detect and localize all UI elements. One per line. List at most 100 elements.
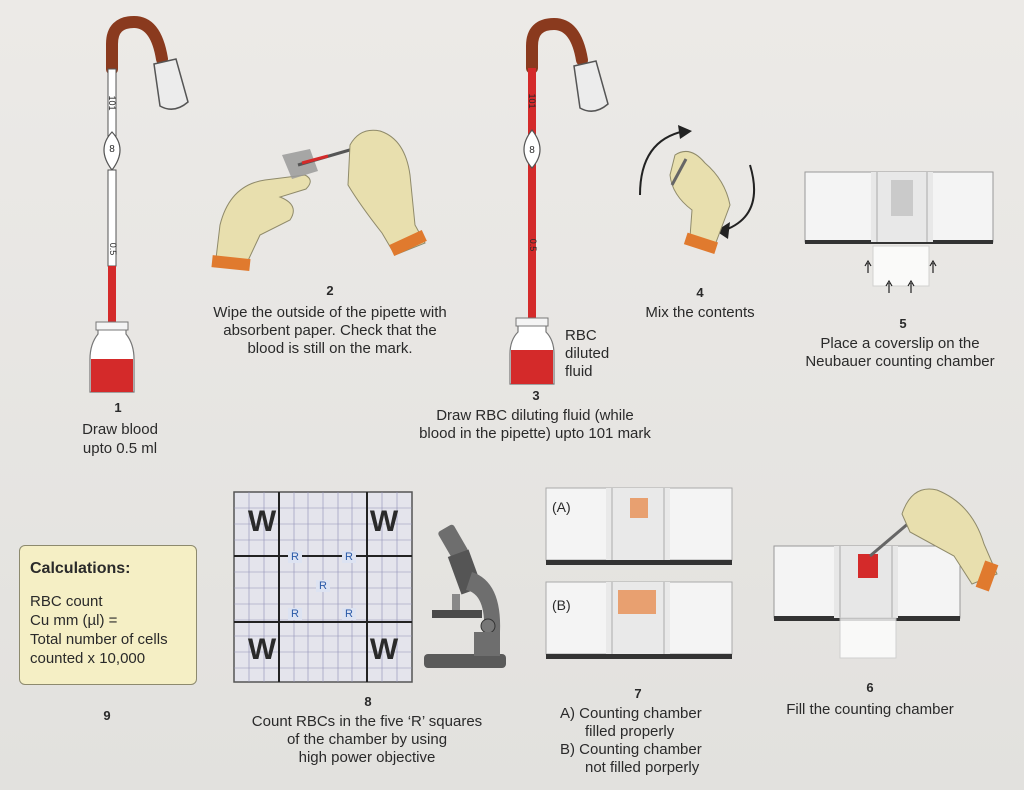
pipette1-mark-05: 0.5	[108, 242, 118, 256]
rubber-tube	[526, 17, 588, 74]
blood-drop	[858, 554, 878, 578]
arrow-up-4	[929, 259, 937, 273]
major-grid-lines	[234, 492, 412, 682]
step7-caption-a-l2: filled properly	[585, 723, 675, 740]
filling-pipette	[869, 520, 911, 558]
left-glove	[214, 174, 311, 268]
pipette3-mark-05: 0.5	[528, 238, 538, 252]
bottle-neck	[95, 321, 129, 331]
right-glove-cuff	[389, 229, 427, 257]
grid-w-bottom-right: W	[369, 633, 399, 666]
arrow-up-2	[885, 279, 893, 293]
mixing-glove	[669, 150, 731, 246]
step9-number: 9	[103, 708, 111, 723]
blood-column	[108, 266, 116, 376]
stage	[432, 610, 482, 618]
arrow-head-top	[678, 125, 692, 139]
filled-area-improper	[618, 590, 656, 614]
label-b: (B)	[552, 597, 571, 613]
step5-number: 5	[899, 316, 907, 331]
calc-line-2: Cu mm (µl) =	[30, 612, 118, 629]
step4-number: 4	[696, 285, 704, 300]
mouthpiece	[573, 60, 609, 112]
grid-r-center: R	[316, 580, 330, 592]
step2-caption-l2: absorbent paper. Check that the	[223, 322, 437, 339]
grid-w-top-left: W	[247, 505, 277, 538]
calculations-title: Calculations:	[30, 560, 131, 577]
bottle-neck	[515, 317, 549, 327]
eyepiece	[438, 524, 468, 560]
pipette-bulb	[523, 129, 541, 169]
label-a: (A)	[552, 499, 571, 515]
step3-number: 3	[532, 388, 540, 403]
step4-caption: Mix the contents	[645, 304, 755, 321]
bottle-blood	[91, 359, 133, 392]
focus-knob	[480, 618, 496, 634]
rbc-fluid-label-l2: diluted	[565, 345, 610, 362]
step4-mixing-illustration	[639, 125, 756, 254]
filling-glove	[901, 488, 998, 585]
grid-r-bottom-left: R	[288, 608, 302, 620]
step2-caption-l1: Wipe the outside of the pipette with	[213, 304, 447, 321]
right-glove	[347, 129, 426, 256]
microscope-base	[424, 654, 506, 668]
counting-grid	[233, 491, 413, 683]
step6-caption: Fill the counting chamber	[786, 701, 954, 718]
calculations-box: Calculations: RBC count Cu mm (µl) = Tot…	[19, 545, 197, 685]
pipette1-mark-bulb: 8	[109, 144, 115, 155]
arrow-up-1	[864, 259, 872, 273]
rubber-tube	[106, 15, 168, 75]
step2-number: 2	[326, 283, 334, 298]
mouthpiece	[153, 58, 189, 110]
step5-caption-l1: Place a coverslip on the	[820, 335, 980, 352]
step8-caption-l1: Count RBCs in the five ‘R’ squares	[251, 713, 483, 730]
step2-caption-l3: blood is still on the mark.	[247, 340, 413, 357]
grid-patch	[891, 180, 913, 216]
step8-caption-l2: of the chamber by using	[286, 731, 448, 748]
objective	[452, 594, 460, 610]
step7-chamber-b	[545, 581, 733, 659]
mixing-glove-cuff	[683, 232, 719, 254]
coverslip	[872, 245, 930, 287]
rbc-fluid-label-l3: fluid	[565, 363, 593, 380]
microscope-icon	[424, 524, 506, 668]
pipette3-mark-101: 101	[527, 93, 537, 109]
calc-line-4: counted x 10,000	[30, 650, 146, 667]
arrow-up-3	[907, 279, 915, 293]
step8-caption-l3: high power objective	[298, 749, 436, 766]
step7-number: 7	[634, 686, 642, 701]
pipette1-mark-101: 101	[107, 95, 117, 111]
grid-w-bottom-left: W	[247, 633, 277, 666]
rotation-arrow-top	[639, 130, 686, 196]
step1-caption-l1: Draw blood	[82, 421, 158, 438]
step5-chamber-illustration	[804, 171, 994, 293]
step3-pipette-illustration	[509, 17, 609, 385]
fluid-column	[528, 68, 536, 378]
calc-line-1: RBC count	[30, 593, 103, 610]
grid-r-top-right: R	[342, 551, 356, 563]
microscope-arm	[466, 572, 501, 632]
step8-number: 8	[364, 694, 372, 709]
grid-r-bottom-right: R	[342, 608, 356, 620]
grid-w-top-right: W	[369, 505, 399, 538]
step7-caption-b-l1: B) Counting chamber	[560, 741, 702, 758]
step3-caption-l1: Draw RBC diluting fluid (while	[436, 407, 634, 424]
pipette-red	[301, 154, 329, 165]
calc-line-3: Total number of cells	[30, 631, 168, 648]
pipette-in-hand	[670, 158, 688, 186]
step5-caption-l2: Neubauer counting chamber	[805, 353, 995, 370]
step7-caption-a-l1: A) Counting chamber	[560, 705, 702, 722]
step6-number: 6	[866, 680, 874, 695]
step6-filling-illustration	[773, 488, 999, 659]
filling-glove-cuff	[975, 560, 999, 592]
rbc-fluid-label-l1: RBC	[565, 327, 597, 344]
step1-pipette-illustration	[89, 15, 189, 393]
coverslip	[839, 617, 897, 659]
step1-number: 1	[114, 400, 122, 415]
pipette3-mark-bulb: 8	[529, 145, 535, 156]
bottle-fluid	[511, 350, 553, 384]
left-glove-cuff	[211, 255, 251, 272]
step2-wiping-illustration	[211, 129, 427, 272]
step3-caption-l2: blood in the pipette) upto 101 mark	[419, 425, 651, 442]
